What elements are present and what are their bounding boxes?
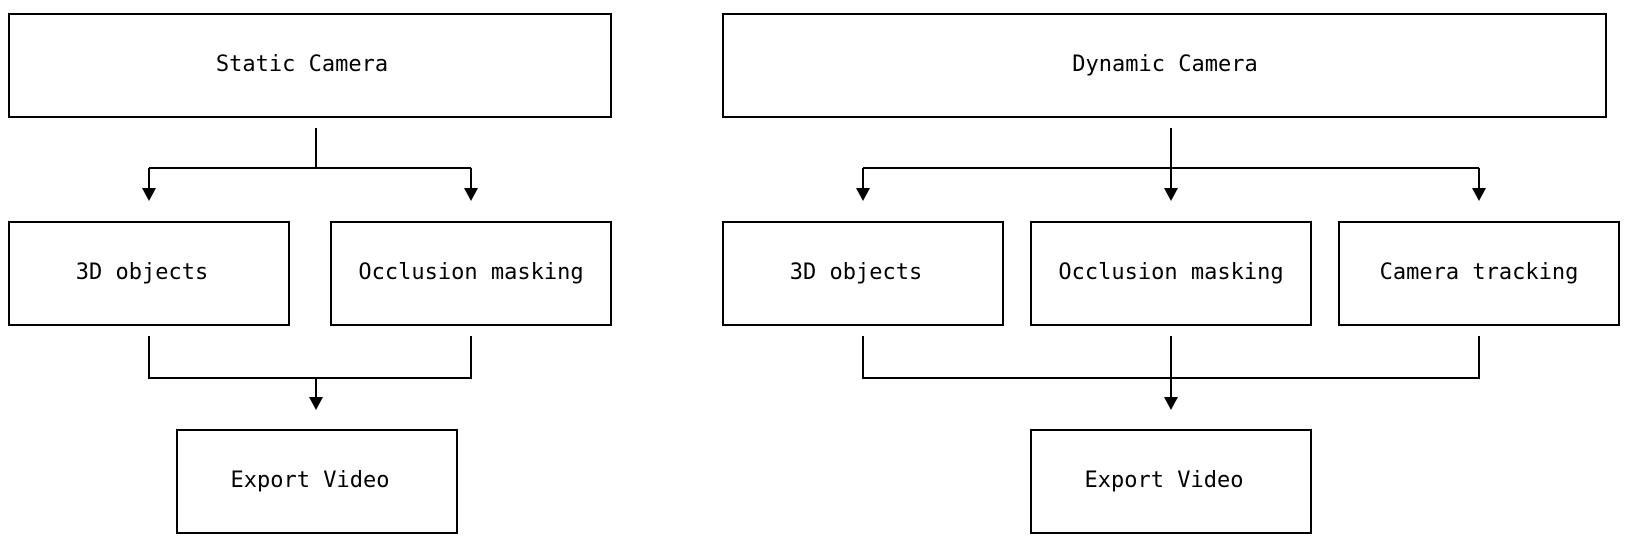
node-dynamic-occlusion-masking[interactable]: Occlusion masking (1030, 221, 1312, 326)
arrowhead-static-3d-objects (142, 188, 156, 201)
arrowhead-static-occlusion (464, 188, 478, 201)
node-label: Dynamic Camera (1072, 52, 1257, 77)
arrowhead-dynamic-3d-objects (856, 188, 870, 201)
node-static-3d-objects[interactable]: 3D objects (8, 221, 290, 326)
node-static-export-video[interactable]: Export Video (176, 429, 458, 534)
node-label: Camera tracking (1380, 260, 1579, 285)
node-dynamic-export-video[interactable]: Export Video (1030, 429, 1312, 534)
node-label: Export Video (231, 468, 390, 493)
node-label: Occlusion masking (358, 260, 583, 285)
static-camera-flow: Static Camera 3D objects Occlusion maski… (8, 13, 612, 534)
arrowhead-dynamic-export (1164, 397, 1178, 410)
node-label: Occlusion masking (1058, 260, 1283, 285)
edge-static-merge (148, 336, 472, 379)
node-label: 3D objects (76, 260, 208, 285)
arrowhead-dynamic-camera-tracking (1472, 188, 1486, 201)
node-dynamic-camera-tracking[interactable]: Camera tracking (1338, 221, 1620, 326)
node-static-occlusion-masking[interactable]: Occlusion masking (330, 221, 612, 326)
node-dynamic-camera[interactable]: Dynamic Camera (722, 13, 1607, 118)
arrowhead-static-export (309, 397, 323, 410)
node-static-camera[interactable]: Static Camera (8, 13, 612, 118)
node-label: 3D objects (790, 260, 922, 285)
node-dynamic-3d-objects[interactable]: 3D objects (722, 221, 1004, 326)
dynamic-camera-flow: Dynamic Camera 3D objects Occlusion mask… (722, 13, 1620, 534)
node-label: Static Camera (216, 52, 388, 77)
node-label: Export Video (1085, 468, 1244, 493)
arrowhead-dynamic-occlusion (1164, 188, 1178, 201)
